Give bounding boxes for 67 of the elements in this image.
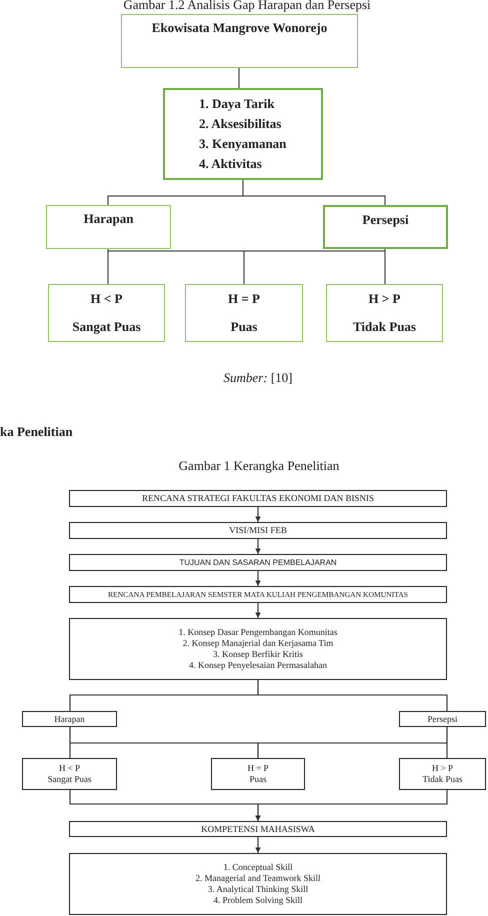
node-label: 4. Konsep Penyelesaian Permasalahan: [189, 660, 327, 671]
node-label: 4. Aktivitas: [199, 155, 262, 174]
connector-line: [244, 248, 386, 284]
figure-title: Gambar 1 Kerangka Penelitian: [178, 458, 340, 474]
node-label: RENCANA STRATEGI FAKULTAS EKONOMI DAN BISNIS: [142, 493, 374, 504]
process-box: [69, 586, 447, 603]
node-label: Sangat Puas: [72, 319, 141, 335]
process-box: [69, 554, 447, 571]
node-label: 2. Aksesibilitas: [199, 114, 282, 133]
node-label: H = P: [247, 763, 269, 774]
process-box: [323, 205, 448, 249]
node-label: Puas: [230, 319, 258, 335]
node-label: 1. Konsep Dasar Pengembangan Komunitas: [178, 627, 338, 638]
process-box: [399, 758, 486, 790]
process-box: [69, 522, 447, 539]
node-label: H < P: [58, 763, 80, 774]
node-label: H > P: [432, 763, 454, 774]
process-box: [22, 711, 117, 727]
node-label: Ekowisata Mangrove Wonorejo: [152, 20, 328, 36]
node-label: KOMPETENSI MAHASISWA: [201, 824, 315, 834]
node-label: Harapan: [54, 714, 85, 724]
arrow: [255, 837, 261, 853]
process-box: [121, 14, 358, 68]
process-box: [185, 284, 303, 342]
arrow: [255, 571, 261, 586]
process-box: [163, 88, 323, 180]
node-label: 3. Kenyamanan: [199, 135, 286, 153]
process-box: [399, 711, 486, 727]
node-label: H = P: [228, 291, 260, 307]
node-label: Sangat Puas: [48, 774, 92, 785]
connector-line: [238, 68, 240, 88]
node-label: 3. Analytical Thinking Skill: [208, 884, 308, 895]
process-box: [69, 618, 447, 680]
node-label: Tidak Puas: [353, 319, 416, 335]
node-label: 1. Daya Tarik: [199, 94, 274, 113]
section-heading: ka Penelitian: [0, 424, 73, 440]
process-box: [22, 758, 117, 790]
connector-line: [446, 727, 448, 758]
node-label: Persepsi: [428, 714, 458, 724]
node-label: 2. Managerial and Teamwork Skill: [196, 873, 320, 884]
node-label: H < P: [90, 291, 122, 307]
node-label: 3. Konsep Berfikir Kritis: [213, 649, 303, 660]
arrow: [255, 603, 261, 618]
node-label: VISI/MISI FEB: [229, 525, 287, 536]
process-box: [48, 284, 165, 342]
connector-line: [257, 680, 448, 711]
process-box: [46, 205, 171, 249]
node-label: Tidak Puas: [422, 774, 462, 785]
node-label: 4. Problem Solving Skill: [213, 894, 302, 906]
connector-line: [242, 180, 386, 206]
arrow: [255, 790, 448, 821]
node-label: Harapan: [84, 211, 134, 227]
arrow: [255, 539, 261, 554]
node-label: H > P: [368, 291, 400, 307]
arrow: [255, 507, 261, 522]
node-label: Puas: [249, 774, 266, 785]
process-box: [69, 853, 447, 915]
node-label: 2. Konsep Manajerial dan Kerjasama Tim: [182, 638, 334, 649]
process-box: [326, 284, 443, 342]
connector-line: [384, 248, 386, 284]
process-box: [211, 758, 305, 790]
node-label: Persepsi: [362, 212, 409, 228]
source-note: Sumber: [10]: [224, 370, 292, 386]
node-label: 1. Conceptual Skill: [223, 862, 293, 874]
process-box: [69, 490, 447, 507]
process-box: [69, 821, 447, 837]
node-label: TUJUAN DAN SASARAN PEMBELAJARAN: [179, 558, 337, 568]
